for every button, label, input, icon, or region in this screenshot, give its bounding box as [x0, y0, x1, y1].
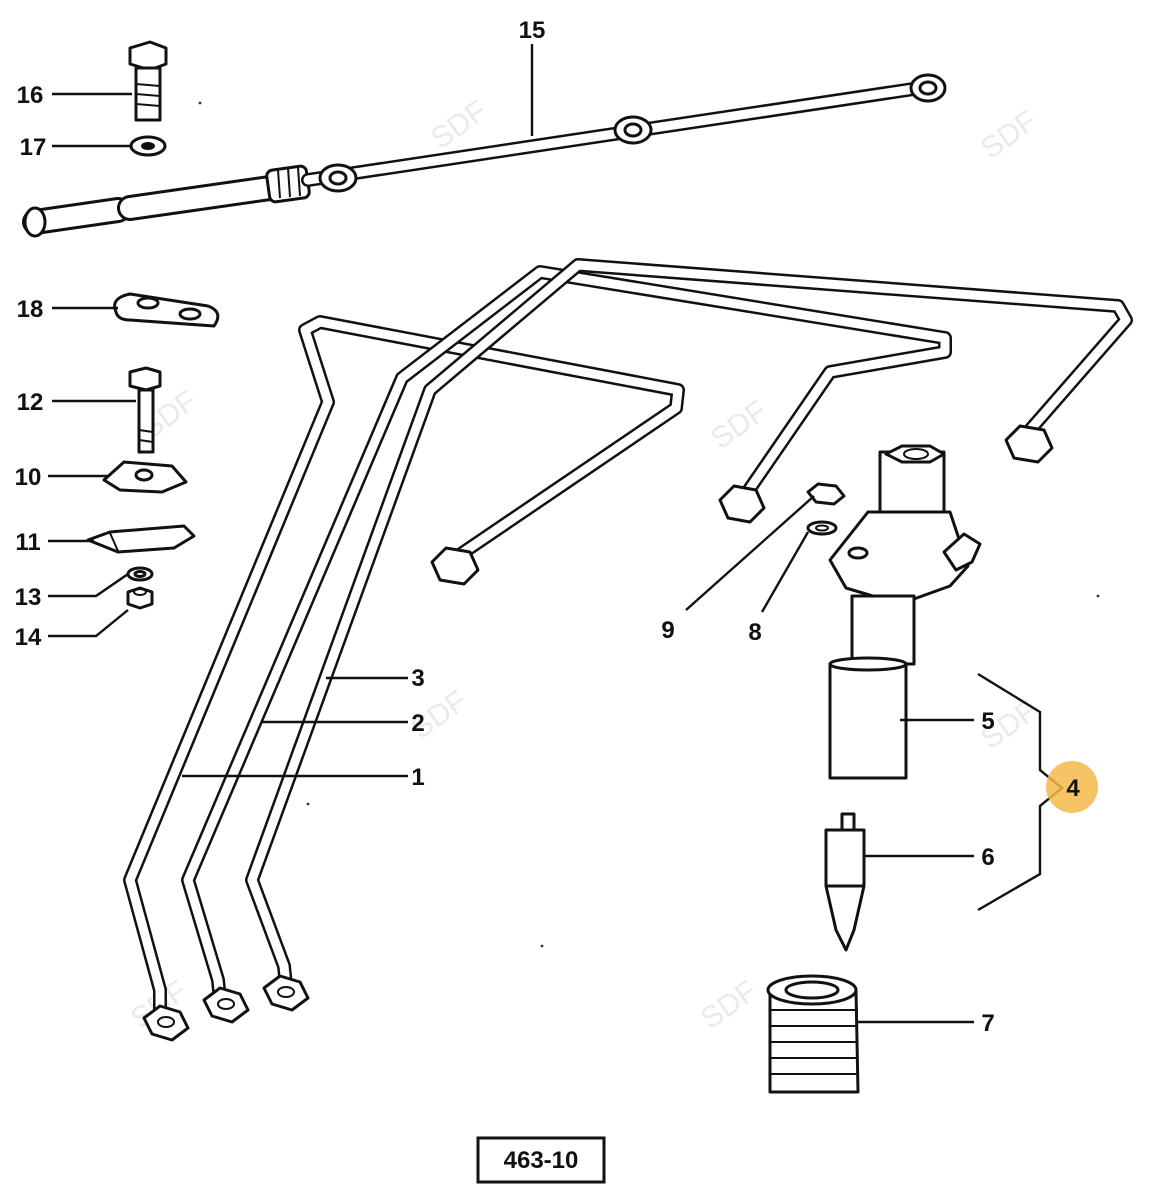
washer-13 — [126, 566, 154, 582]
nut-14 — [126, 586, 154, 610]
injector-body-5 — [828, 444, 982, 780]
nut-9 — [806, 482, 846, 506]
callout-16[interactable]: 16 — [17, 82, 44, 109]
callout-6[interactable]: 6 — [981, 844, 994, 871]
sleeve-7 — [766, 974, 860, 1094]
callout-2[interactable]: 2 — [411, 710, 424, 737]
nozzle-6 — [824, 812, 866, 952]
injector-pipes — [123, 258, 1133, 1042]
watermark: SDF — [425, 94, 493, 155]
callout-13[interactable]: 13 — [15, 584, 42, 611]
callout-8[interactable]: 8 — [748, 619, 761, 646]
figure-code-box: 463-10 — [476, 1136, 606, 1184]
callout-4[interactable]: 4 — [1066, 775, 1080, 802]
leak-off-pipe-assembly — [22, 73, 947, 238]
clamp-10 — [102, 460, 188, 494]
washer-17 — [129, 135, 167, 157]
watermark: SDF — [695, 974, 763, 1035]
figure-code: 463-10 — [504, 1147, 579, 1174]
callout-1[interactable]: 1 — [411, 764, 424, 791]
callout-5[interactable]: 5 — [981, 708, 994, 735]
callout-12[interactable]: 12 — [17, 389, 44, 416]
callout-9[interactable]: 9 — [661, 617, 674, 644]
specks — [198, 101, 1100, 948]
bolt-12 — [128, 366, 162, 454]
callout-10[interactable]: 10 — [15, 464, 42, 491]
callout-14[interactable]: 14 — [15, 624, 42, 651]
callout-labels: 15 16 17 18 12 10 11 13 14 3 2 1 9 8 5 6… — [15, 17, 1081, 1037]
bracket-11 — [86, 524, 196, 554]
callout-3[interactable]: 3 — [411, 665, 424, 692]
callout-7[interactable]: 7 — [981, 1010, 994, 1037]
leader-lines — [48, 44, 974, 1024]
washer-8 — [806, 520, 838, 536]
callout-11[interactable]: 11 — [15, 529, 40, 556]
callout-18[interactable]: 18 — [17, 296, 44, 323]
clamp-plate-18 — [113, 292, 220, 328]
bolt-16 — [128, 40, 168, 122]
watermark: SDF — [975, 104, 1043, 165]
callout-17[interactable]: 17 — [20, 134, 47, 161]
watermark: SDF — [705, 394, 773, 455]
callout-4-highlight — [1046, 761, 1098, 813]
callout-15[interactable]: 15 — [519, 17, 546, 44]
